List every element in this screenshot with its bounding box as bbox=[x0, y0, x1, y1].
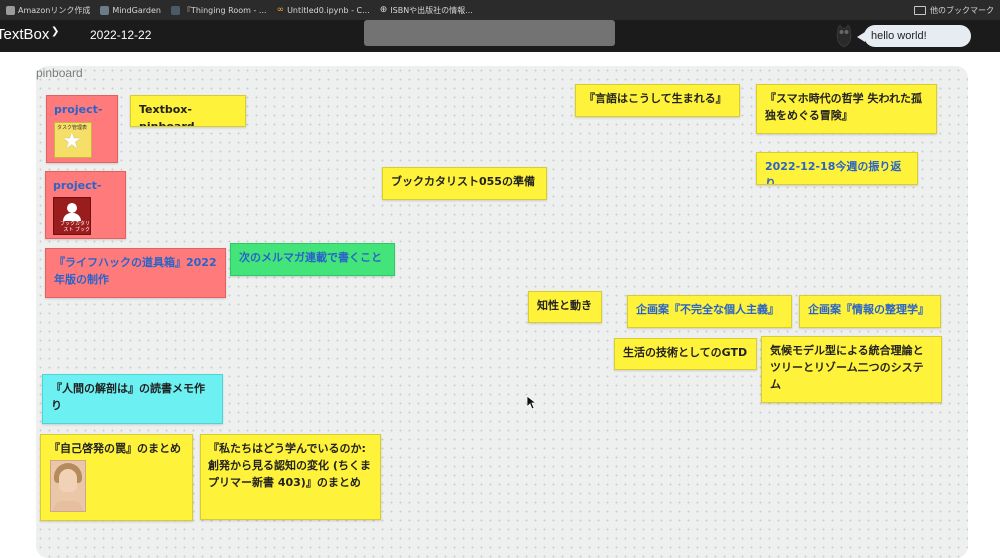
card-kikou[interactable]: 気候モデル型による統合理論とツリーとリゾーム二つのシステム bbox=[761, 336, 942, 403]
document-icon bbox=[6, 5, 15, 15]
bookmark-mindgarden[interactable]: MindGarden bbox=[100, 5, 161, 15]
cursor-arrow-icon bbox=[527, 396, 537, 410]
card-text: 『人間の解剖は』の読書メモ作り bbox=[51, 382, 205, 413]
card-text[interactable]: 『ライフハックの道具箱』2022年版の制作 bbox=[54, 256, 217, 287]
chevron-down-icon[interactable]: ❯ bbox=[51, 26, 60, 37]
card-gtd[interactable]: 生活の技術としてのGTD bbox=[614, 338, 757, 370]
card-kikaku-fukanzen[interactable]: 企画案『不完全な個人主義』 bbox=[627, 295, 792, 328]
person-icon bbox=[67, 203, 77, 213]
speech-bubble-tail bbox=[857, 32, 865, 42]
card-bookcatalyst[interactable]: ブックカタリスト055の準備 bbox=[382, 167, 547, 200]
card-watashitachi[interactable]: 『私たちはどう学んでいるのか: 創発から見る認知の変化 (ちくまプリマー新書 4… bbox=[200, 434, 381, 520]
bookmark-isbn[interactable]: ⊕ ISBNや出版社の情報... bbox=[380, 5, 473, 16]
card-sumaho[interactable]: 『スマホ時代の哲学 失われた孤独をめぐる冒険』 bbox=[756, 84, 937, 134]
card-project-bcb[interactable]: project-bcb ブックカタリスト ブック bbox=[45, 171, 126, 239]
colab-icon: ∞ bbox=[276, 5, 285, 15]
bookmark-label: MindGarden bbox=[112, 5, 161, 15]
card-text: 『自己啓発の罠』のまとめ bbox=[49, 442, 181, 455]
globe-icon: ⊕ bbox=[379, 5, 388, 15]
folder-icon bbox=[914, 5, 926, 15]
card-lifehack[interactable]: 『ライフハックの道具箱』2022年版の制作 bbox=[45, 248, 226, 298]
bookmark-label: Untitled0.ipynb - C... bbox=[287, 5, 370, 15]
card-text[interactable]: 企画案『情報の整理学』 bbox=[808, 303, 929, 316]
card-gengo[interactable]: 『言語はこうして生まれる』 bbox=[575, 84, 740, 117]
thumbnail-caption: タスク管理表 bbox=[57, 125, 88, 131]
card-text: ブックカタリスト055の準備 bbox=[391, 175, 535, 188]
bookmark-label: Amazonリンク作成 bbox=[18, 5, 91, 15]
card-chisei[interactable]: 知性と動き bbox=[528, 291, 602, 323]
card-project-th[interactable]: project-th タスク管理表 ★ bbox=[46, 95, 118, 163]
card-text: 知性と動き bbox=[537, 299, 592, 312]
card-kikaku-joho[interactable]: 企画案『情報の整理学』 bbox=[799, 295, 941, 328]
card-text: 生活の技術としてのGTD bbox=[623, 346, 748, 359]
card-text[interactable]: 2022-12-18今週の振り返り bbox=[765, 160, 902, 185]
bookmark-amazon-link[interactable]: Amazonリンク作成 bbox=[6, 5, 90, 16]
card-jiko[interactable]: 『自己啓発の罠』のまとめ bbox=[40, 434, 193, 521]
app-title[interactable]: TextBox bbox=[0, 26, 50, 43]
mindgarden-icon bbox=[100, 5, 110, 15]
task-sheet-thumbnail: タスク管理表 ★ bbox=[54, 122, 92, 158]
book-cover-thumbnail bbox=[50, 460, 86, 512]
star-icon: ★ bbox=[62, 129, 82, 154]
card-mailmag[interactable]: 次のメルマガ連載で書くこと bbox=[230, 243, 395, 276]
card-text: Textbox-pinboard bbox=[139, 103, 195, 127]
bookmark-thinging-room[interactable]: 『Thinging Room - ... bbox=[170, 5, 267, 16]
board-title: pinboard bbox=[36, 66, 83, 80]
thumbnail-caption: ブックカタリスト ブック bbox=[59, 221, 90, 233]
bookmark-colab[interactable]: ∞ Untitled0.ipynb - C... bbox=[277, 5, 370, 15]
bookmark-label: 『Thinging Room - ... bbox=[182, 5, 267, 15]
date-label: 2022-12-22 bbox=[90, 28, 152, 42]
card-furikaeri[interactable]: 2022-12-18今週の振り返り bbox=[756, 152, 918, 185]
card-textbox-pinboard[interactable]: Textbox-pinboard bbox=[130, 95, 246, 127]
bookmarks-bar: Amazonリンク作成 MindGarden 『Thinging Room - … bbox=[0, 0, 1000, 20]
book-catalyst-thumbnail: ブックカタリスト ブック bbox=[53, 197, 91, 235]
card-text: 気候モデル型による統合理論とツリーとリゾーム二つのシステム bbox=[770, 344, 924, 392]
owl-icon bbox=[836, 24, 852, 48]
bookmark-label: ISBNや出版社の情報... bbox=[390, 5, 473, 15]
card-text[interactable]: 企画案『不完全な個人主義』 bbox=[636, 303, 779, 316]
app-header: TextBox ❯ 2022-12-22 hello world! bbox=[0, 20, 1000, 52]
card-text: 『私たちはどう学んでいるのか: 創発から見る認知の変化 (ちくまプリマー新書 4… bbox=[208, 442, 371, 490]
search-input[interactable] bbox=[364, 20, 615, 46]
card-text: 『スマホ時代の哲学 失われた孤独をめぐる冒険』 bbox=[765, 92, 922, 123]
bookmark-other[interactable]: 他のブックマーク bbox=[914, 0, 994, 20]
speech-bubble: hello world! bbox=[864, 25, 971, 47]
page-icon bbox=[170, 5, 180, 15]
card-text[interactable]: 次のメルマガ連載で書くこと bbox=[239, 251, 382, 264]
bookmark-label: 他のブックマーク bbox=[930, 5, 994, 15]
card-ningen[interactable]: 『人間の解剖は』の読書メモ作り bbox=[42, 374, 223, 424]
card-text: 『言語はこうして生まれる』 bbox=[584, 92, 727, 105]
